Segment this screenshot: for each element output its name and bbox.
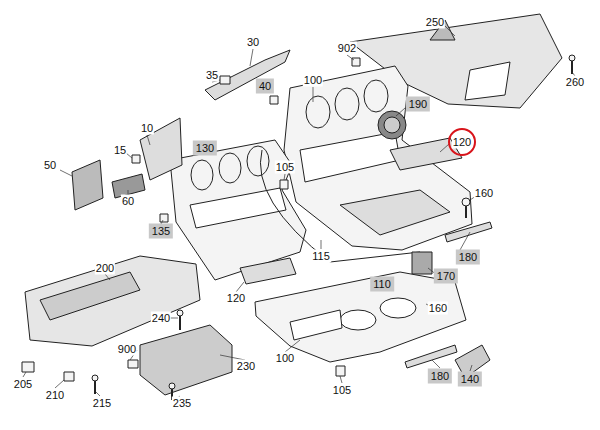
- callout-number: 230: [236, 360, 256, 373]
- callout-number: 240: [151, 312, 171, 325]
- callout-number: 35: [205, 69, 219, 82]
- callout-number: 210: [45, 389, 65, 402]
- callout-number: 260: [565, 76, 585, 89]
- callout-number: 120: [452, 136, 472, 149]
- callout-number: 135: [149, 224, 173, 239]
- callout-number: 900: [117, 343, 137, 356]
- callout-number: 235: [172, 397, 192, 410]
- callout-number: 170: [434, 269, 458, 284]
- callout-number: 100: [303, 74, 323, 87]
- callout-number: 60: [121, 195, 135, 208]
- callout-number: 250: [425, 16, 445, 29]
- callout-number: 105: [275, 161, 295, 174]
- callout-number: 215: [92, 397, 112, 410]
- callout-number: 160: [474, 187, 494, 200]
- callout-number: 190: [406, 97, 430, 112]
- callout-number: 110: [370, 277, 394, 292]
- callout-number: 30: [246, 36, 260, 49]
- callout-number: 160: [428, 302, 448, 315]
- callout-number: 205: [13, 378, 33, 391]
- callout-number: 100: [275, 352, 295, 365]
- callout-number: 10: [140, 122, 154, 135]
- callout-number: 902: [337, 42, 357, 55]
- callout-number: 105: [332, 384, 352, 397]
- callout-number: 200: [95, 262, 115, 275]
- callout-number: 115: [311, 250, 331, 263]
- callout-number: 40: [256, 79, 274, 94]
- callout-number: 180: [428, 369, 452, 384]
- callout-number: 180: [456, 250, 480, 265]
- callout-number: 120: [226, 292, 246, 305]
- callout-number: 130: [193, 141, 217, 156]
- callout-number: 50: [43, 159, 57, 172]
- callout-number: 15: [113, 144, 127, 157]
- callout-number: 140: [458, 372, 482, 387]
